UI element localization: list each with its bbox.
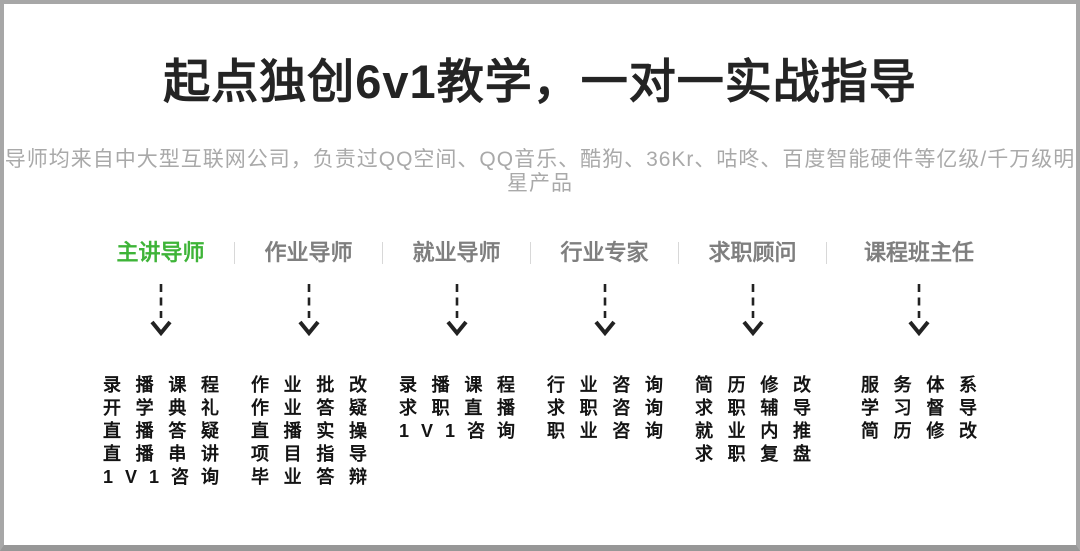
service-item: 项目指导 — [251, 444, 367, 464]
page-subtitle: 导师均来自中大型互联网公司，负责过QQ空间、QQ音乐、酷狗、36Kr、咕咚、百度… — [4, 148, 1076, 195]
service-item: 录播课程 — [399, 375, 515, 395]
mentor-type-label: 作业导师 — [264, 240, 353, 265]
service-list: 简历修改求职辅导就业内推求职复盘 — [679, 374, 827, 466]
service-item: 开学典礼 — [103, 398, 219, 418]
service-item: 求职直播 — [399, 398, 515, 418]
mentor-type-label: 行业专家 — [560, 240, 649, 265]
mentor-type-label: 就业导师 — [412, 240, 501, 265]
mentor-type-label: 课程班主任 — [863, 240, 974, 265]
service-item: 直播实操 — [251, 421, 367, 441]
service-item: 作业批改 — [251, 375, 367, 395]
mentor-tab[interactable]: 主讲导师 — [87, 242, 235, 264]
service-item: 录播课程 — [103, 375, 219, 395]
down-arrow-icon — [445, 282, 469, 336]
service-item: 直播串讲 — [103, 444, 219, 464]
service-item: 毕业答辩 — [251, 467, 367, 487]
service-item: 就业内推 — [695, 421, 811, 441]
mentor-column-job-advisor: 求职顾问 简历修改求职辅导就业内推求职复盘 — [679, 242, 827, 489]
service-item: 简历修改 — [861, 421, 977, 441]
mentor-tab[interactable]: 课程班主任 — [845, 242, 993, 264]
mentor-type-label: 主讲导师 — [116, 240, 205, 265]
service-item: 职业咨询 — [547, 421, 663, 441]
service-list: 服务体系学习督导简历修改 — [845, 374, 993, 443]
service-item: 求职辅导 — [695, 398, 811, 418]
service-list: 作业批改作业答疑直播实操项目指导毕业答辩 — [235, 374, 383, 489]
service-item: 服务体系 — [861, 375, 977, 395]
down-arrow-icon — [297, 282, 321, 336]
service-item: 直播答疑 — [103, 421, 219, 441]
mentor-column-homework: 作业导师 作业批改作业答疑直播实操项目指导毕业答辩 — [235, 242, 383, 489]
mentor-column-industry-expert: 行业专家 行业咨询求职咨询职业咨询 — [531, 242, 679, 489]
mentor-type-label: 求职顾问 — [708, 240, 797, 265]
service-item: 学习督导 — [861, 398, 977, 418]
mentor-tab[interactable]: 行业专家 — [531, 242, 679, 264]
mentor-tab[interactable]: 求职顾问 — [679, 242, 827, 264]
down-arrow-icon — [593, 282, 617, 336]
service-item: 行业咨询 — [547, 375, 663, 395]
down-arrow-icon — [149, 282, 173, 336]
service-list: 行业咨询求职咨询职业咨询 — [531, 374, 679, 443]
service-item: 作业答疑 — [251, 398, 367, 418]
service-item: 简历修改 — [695, 375, 811, 395]
mentor-column-class-teacher: 课程班主任 服务体系学习督导简历修改 — [845, 242, 993, 489]
service-item: 求职咨询 — [547, 398, 663, 418]
mentor-tab[interactable]: 就业导师 — [383, 242, 531, 264]
service-item: 求职复盘 — [695, 444, 811, 464]
page-title: 起点独创6v1教学，一对一实战指导 — [163, 55, 917, 108]
down-arrow-icon — [907, 282, 931, 336]
down-arrow-icon — [741, 282, 765, 336]
mentor-tab[interactable]: 作业导师 — [235, 242, 383, 264]
